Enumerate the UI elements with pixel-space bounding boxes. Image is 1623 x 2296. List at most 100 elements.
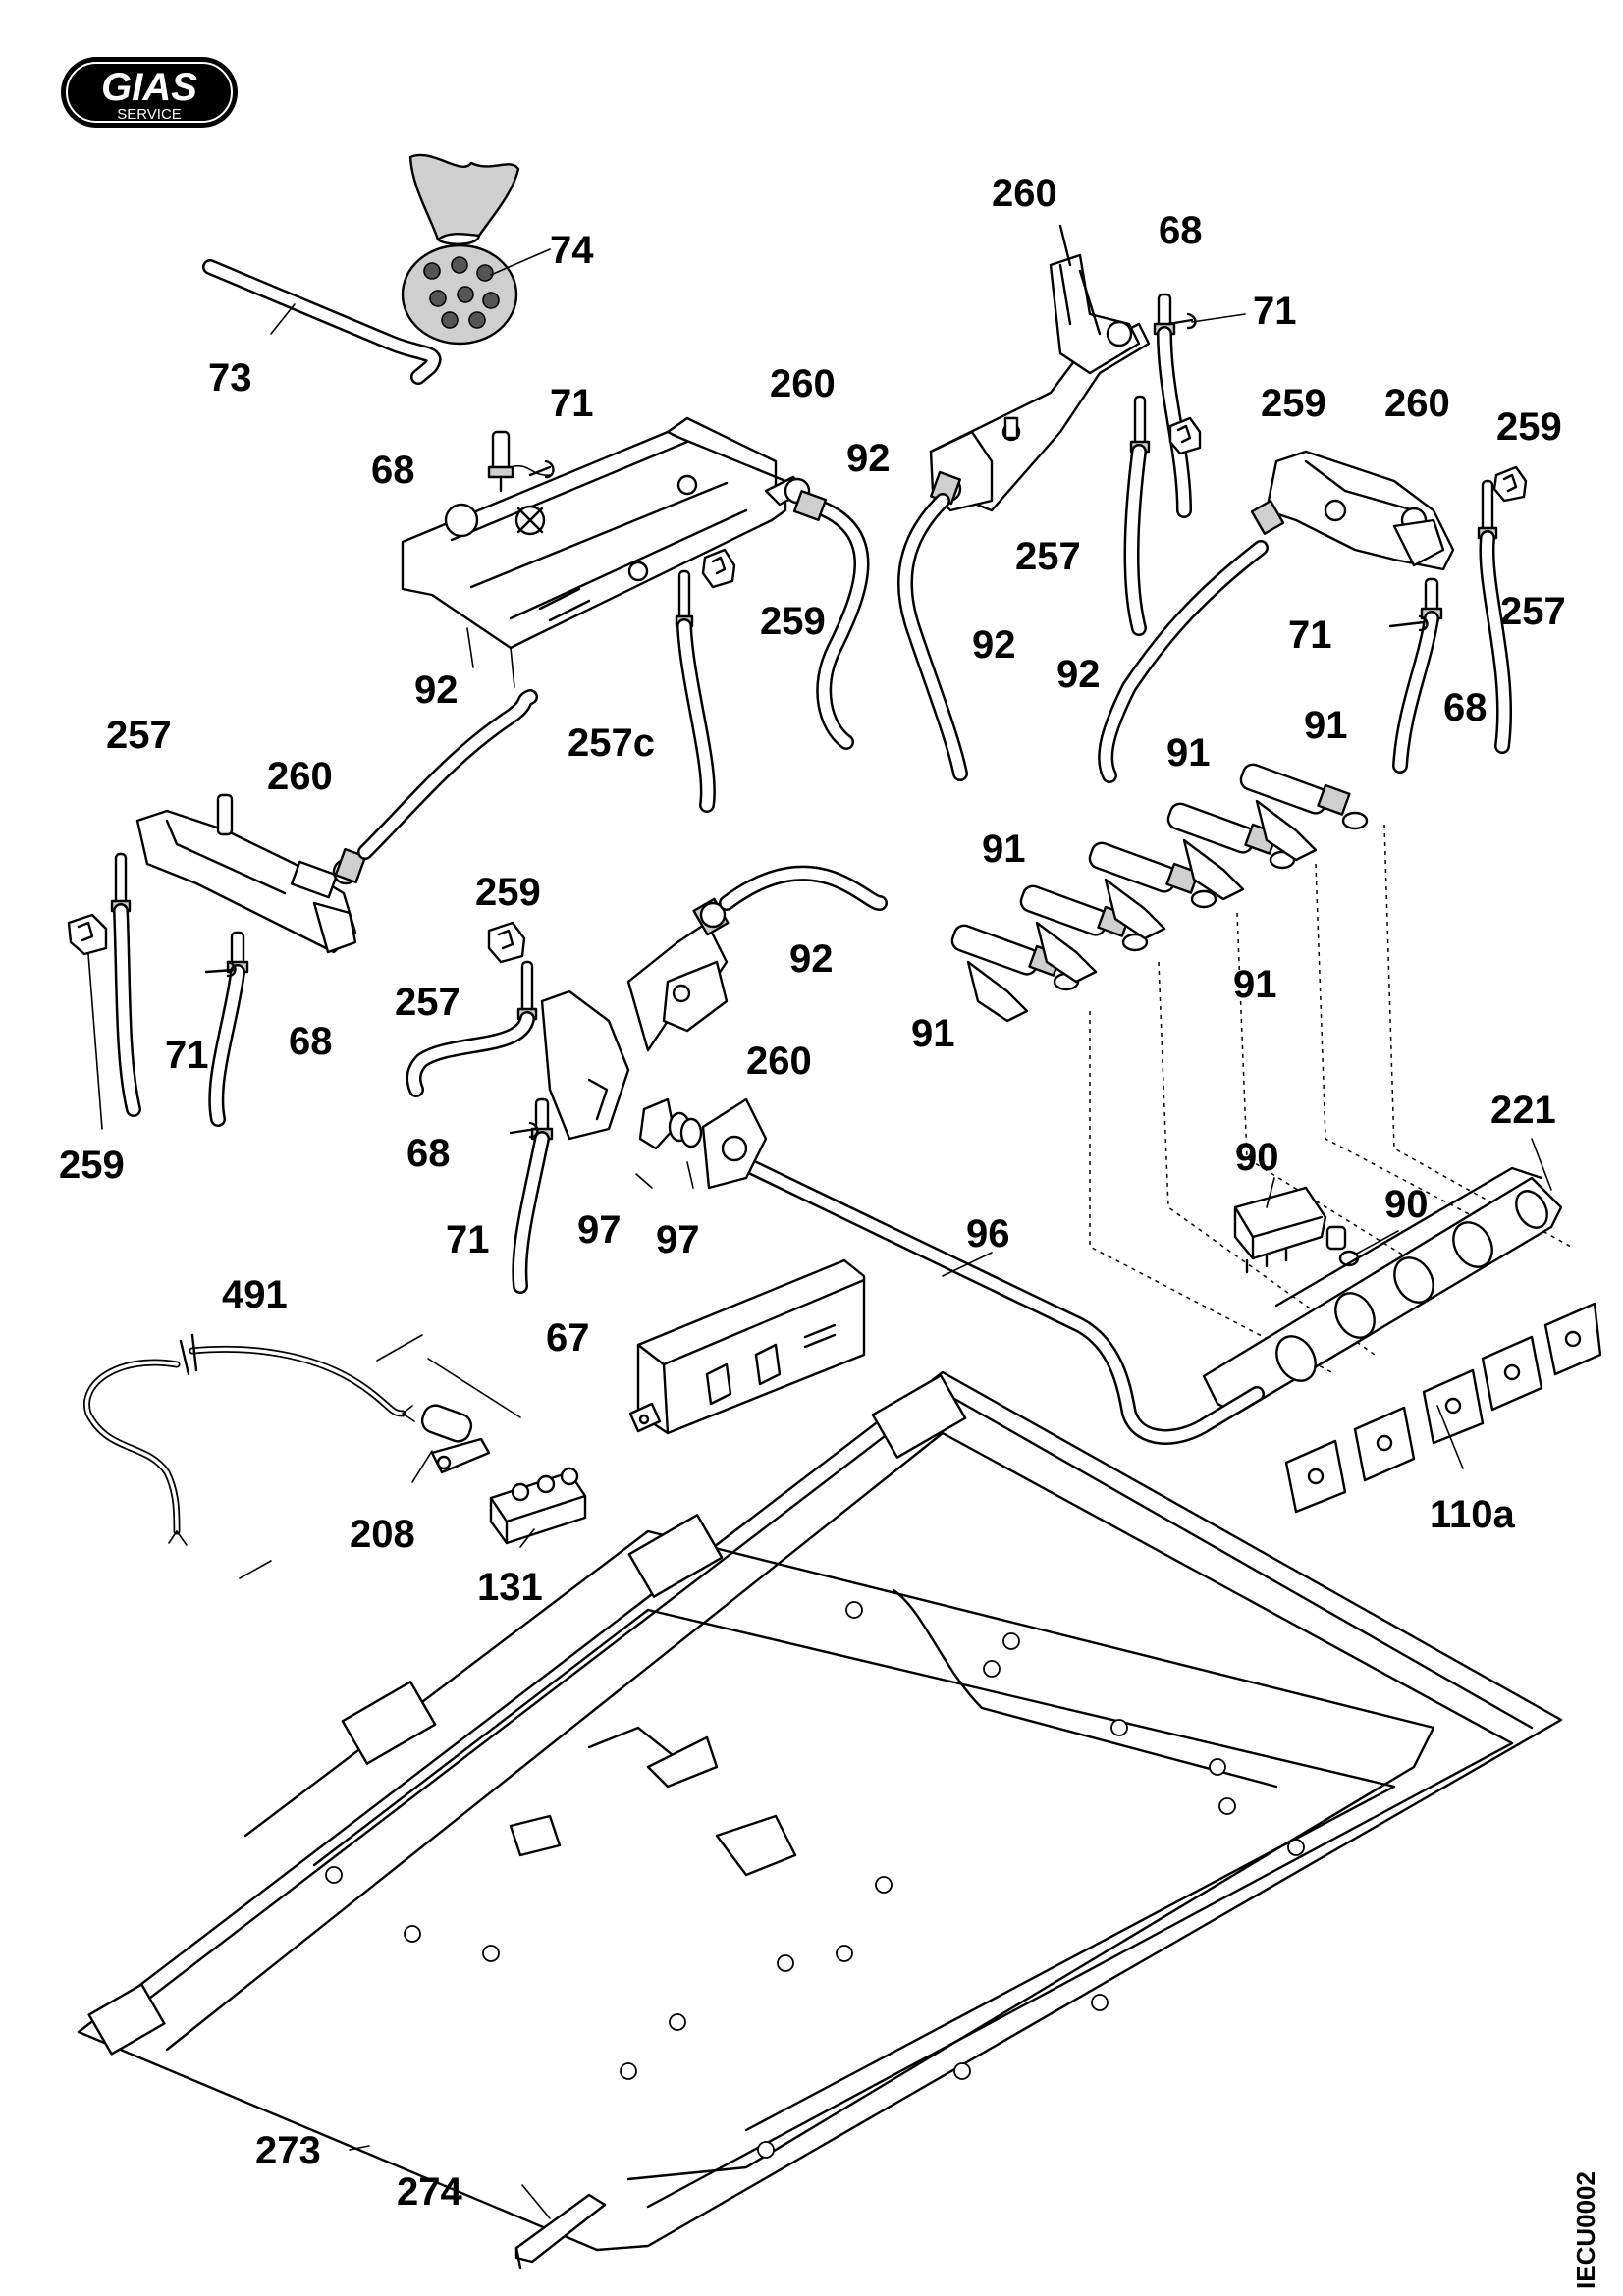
part-label: 90 <box>1235 1136 1279 1179</box>
burner-bracket-right <box>1250 450 1455 571</box>
part-label: 74 <box>550 229 594 272</box>
clip-part-center <box>509 1121 539 1139</box>
thermocouple-clip-part-left <box>67 913 108 1130</box>
thermocouple-part <box>675 569 716 813</box>
part-label: 96 <box>966 1212 1010 1255</box>
part-label: 260 <box>1384 382 1450 425</box>
part-label: 97 <box>577 1208 622 1252</box>
part-label: 491 <box>222 1273 288 1316</box>
gas-pipe-part-left <box>357 689 538 860</box>
terminal-block-part <box>489 1467 587 1545</box>
nozzle-bag-part <box>401 153 551 346</box>
electrode-part-top <box>1153 293 1192 518</box>
thermocouple-clip-part-right <box>1492 465 1528 503</box>
part-label: 110a <box>1430 1493 1516 1536</box>
logo-subtext: SERVICE <box>117 106 182 123</box>
bar-part <box>202 259 442 385</box>
electrode-part-right <box>1392 577 1443 774</box>
clip-part-top <box>1166 312 1246 330</box>
part-label: 71 <box>1253 290 1297 333</box>
thermocouple-clip-part <box>701 548 736 589</box>
cable-clamp-part <box>420 1404 491 1474</box>
microswitch-part <box>1233 1186 1347 1274</box>
thermocouple-part-top <box>1123 395 1151 636</box>
gas-pipe-part <box>792 490 870 750</box>
part-label: 257c <box>568 721 655 765</box>
gas-valve <box>1239 763 1369 862</box>
part-label: 73 <box>208 356 252 400</box>
gas-valve <box>1088 841 1217 940</box>
part-label: 273 <box>255 2129 321 2172</box>
clip-part-left <box>204 960 237 978</box>
gas-valve-group <box>950 763 1369 1023</box>
part-label: 259 <box>1496 405 1562 449</box>
part-label: 68 <box>406 1132 451 1175</box>
burner-bracket-far-left <box>135 793 367 954</box>
part-label: 260 <box>267 755 333 798</box>
part-label: 91 <box>1166 731 1211 774</box>
burner-bracket-center <box>540 897 730 1141</box>
part-label: 67 <box>546 1316 590 1360</box>
part-label: 68 <box>1159 209 1203 252</box>
electrode-part-left <box>208 931 249 1127</box>
part-label: 257 <box>395 981 460 1024</box>
part-label: 92 <box>1056 653 1101 696</box>
part-label: 92 <box>972 623 1016 667</box>
gas-pipe-part-top <box>897 493 968 781</box>
part-label: 68 <box>371 449 415 492</box>
thermocouple-part-right <box>1477 479 1513 754</box>
part-label: 92 <box>789 937 834 981</box>
part-label: 91 <box>1304 704 1348 747</box>
part-label: 259 <box>1261 382 1326 425</box>
ignition-generator-part <box>628 1258 866 1435</box>
thermocouple-clip-part-top <box>1168 416 1202 455</box>
knob-plate-group <box>1284 1302 1602 1514</box>
part-label: 259 <box>760 600 826 643</box>
part-label: 91 <box>1233 963 1277 1006</box>
gas-pipe-part-right <box>1098 540 1269 783</box>
part-label: 92 <box>846 437 891 480</box>
part-label: 257 <box>1500 590 1566 633</box>
part-label: 71 <box>165 1034 209 1077</box>
part-label: 92 <box>414 668 459 712</box>
control-panel-bracket <box>1202 1166 1563 1415</box>
part-label: 257 <box>1015 535 1081 578</box>
elbow-fitting-part <box>638 1097 691 1150</box>
part-label: 71 <box>446 1218 490 1261</box>
base-plate-part <box>77 1370 1563 2252</box>
part-label: 274 <box>397 2170 462 2214</box>
part-label: 208 <box>350 1513 415 1556</box>
part-label: 131 <box>477 1566 543 1609</box>
burner-bracket-left <box>401 416 811 688</box>
logo-text: GIAS <box>101 66 197 109</box>
electrode-part <box>487 430 551 493</box>
part-label: 260 <box>770 362 836 405</box>
thermocouple-clip-part-center <box>487 921 526 964</box>
part-label: 71 <box>1288 614 1332 657</box>
part-label: 91 <box>911 1012 955 1055</box>
thermocouple-part-center <box>406 960 538 1097</box>
burner-bracket-top <box>929 224 1151 512</box>
part-label: 221 <box>1490 1089 1556 1132</box>
part-labels: 74 73 71 68 260 92 259 257c 92 260 68 71… <box>59 172 1566 2214</box>
fixing-bracket-part <box>514 2193 607 2269</box>
power-cable-part <box>83 1333 415 1546</box>
part-label: 259 <box>475 871 541 914</box>
gas-valve <box>950 924 1080 1023</box>
part-label: 260 <box>992 172 1057 215</box>
clip-part-right <box>1388 614 1429 632</box>
clip-part <box>528 459 555 479</box>
part-label: 97 <box>656 1218 700 1261</box>
brand-logo: GIAS SERVICE <box>61 57 238 128</box>
thermocouple-part-left <box>110 852 141 1117</box>
part-label: 71 <box>550 382 594 425</box>
part-label: 257 <box>106 714 172 757</box>
leader-lines <box>239 1138 1552 2219</box>
electrode-part-center <box>512 1097 554 1294</box>
part-label: 90 <box>1384 1183 1429 1226</box>
part-label: 68 <box>289 1020 333 1063</box>
gas-manifold-part <box>701 1097 1265 1445</box>
drawing-code: IECU0002 <box>1571 2171 1600 2289</box>
part-label: 68 <box>1443 686 1488 729</box>
